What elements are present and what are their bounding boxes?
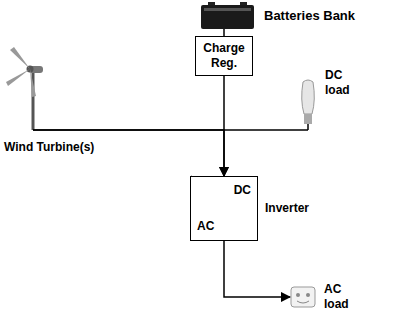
node-label: AC load — [324, 282, 360, 312]
battery-icon — [201, 2, 254, 29]
ac-load-icon — [291, 287, 315, 307]
wind-turbine: Wind Turbine(s) — [6, 46, 60, 130]
charge-regulator: Charge Reg. — [195, 36, 253, 76]
node-label: DC load — [325, 68, 361, 98]
dc-lamp-icon — [302, 80, 315, 130]
dc-load: DC load — [299, 80, 317, 130]
node-label: DC — [234, 183, 251, 198]
wind-turbine-icon — [6, 47, 43, 130]
node-label: Batteries Bank — [264, 8, 355, 24]
battery-bank: Batteries Bank — [201, 5, 254, 29]
inverter-diagonal — [191, 176, 257, 240]
node-label: AC — [197, 219, 214, 234]
ac-load: AC load — [290, 286, 316, 308]
connector — [224, 241, 290, 297]
connector — [223, 76, 225, 176]
inverter: InverterDCAC — [190, 176, 258, 241]
node-label: Charge Reg. — [196, 41, 252, 71]
node-label: Wind Turbine(s) — [4, 140, 94, 155]
connector — [33, 129, 308, 131]
node-label: Inverter — [265, 201, 309, 216]
connector — [223, 29, 225, 36]
